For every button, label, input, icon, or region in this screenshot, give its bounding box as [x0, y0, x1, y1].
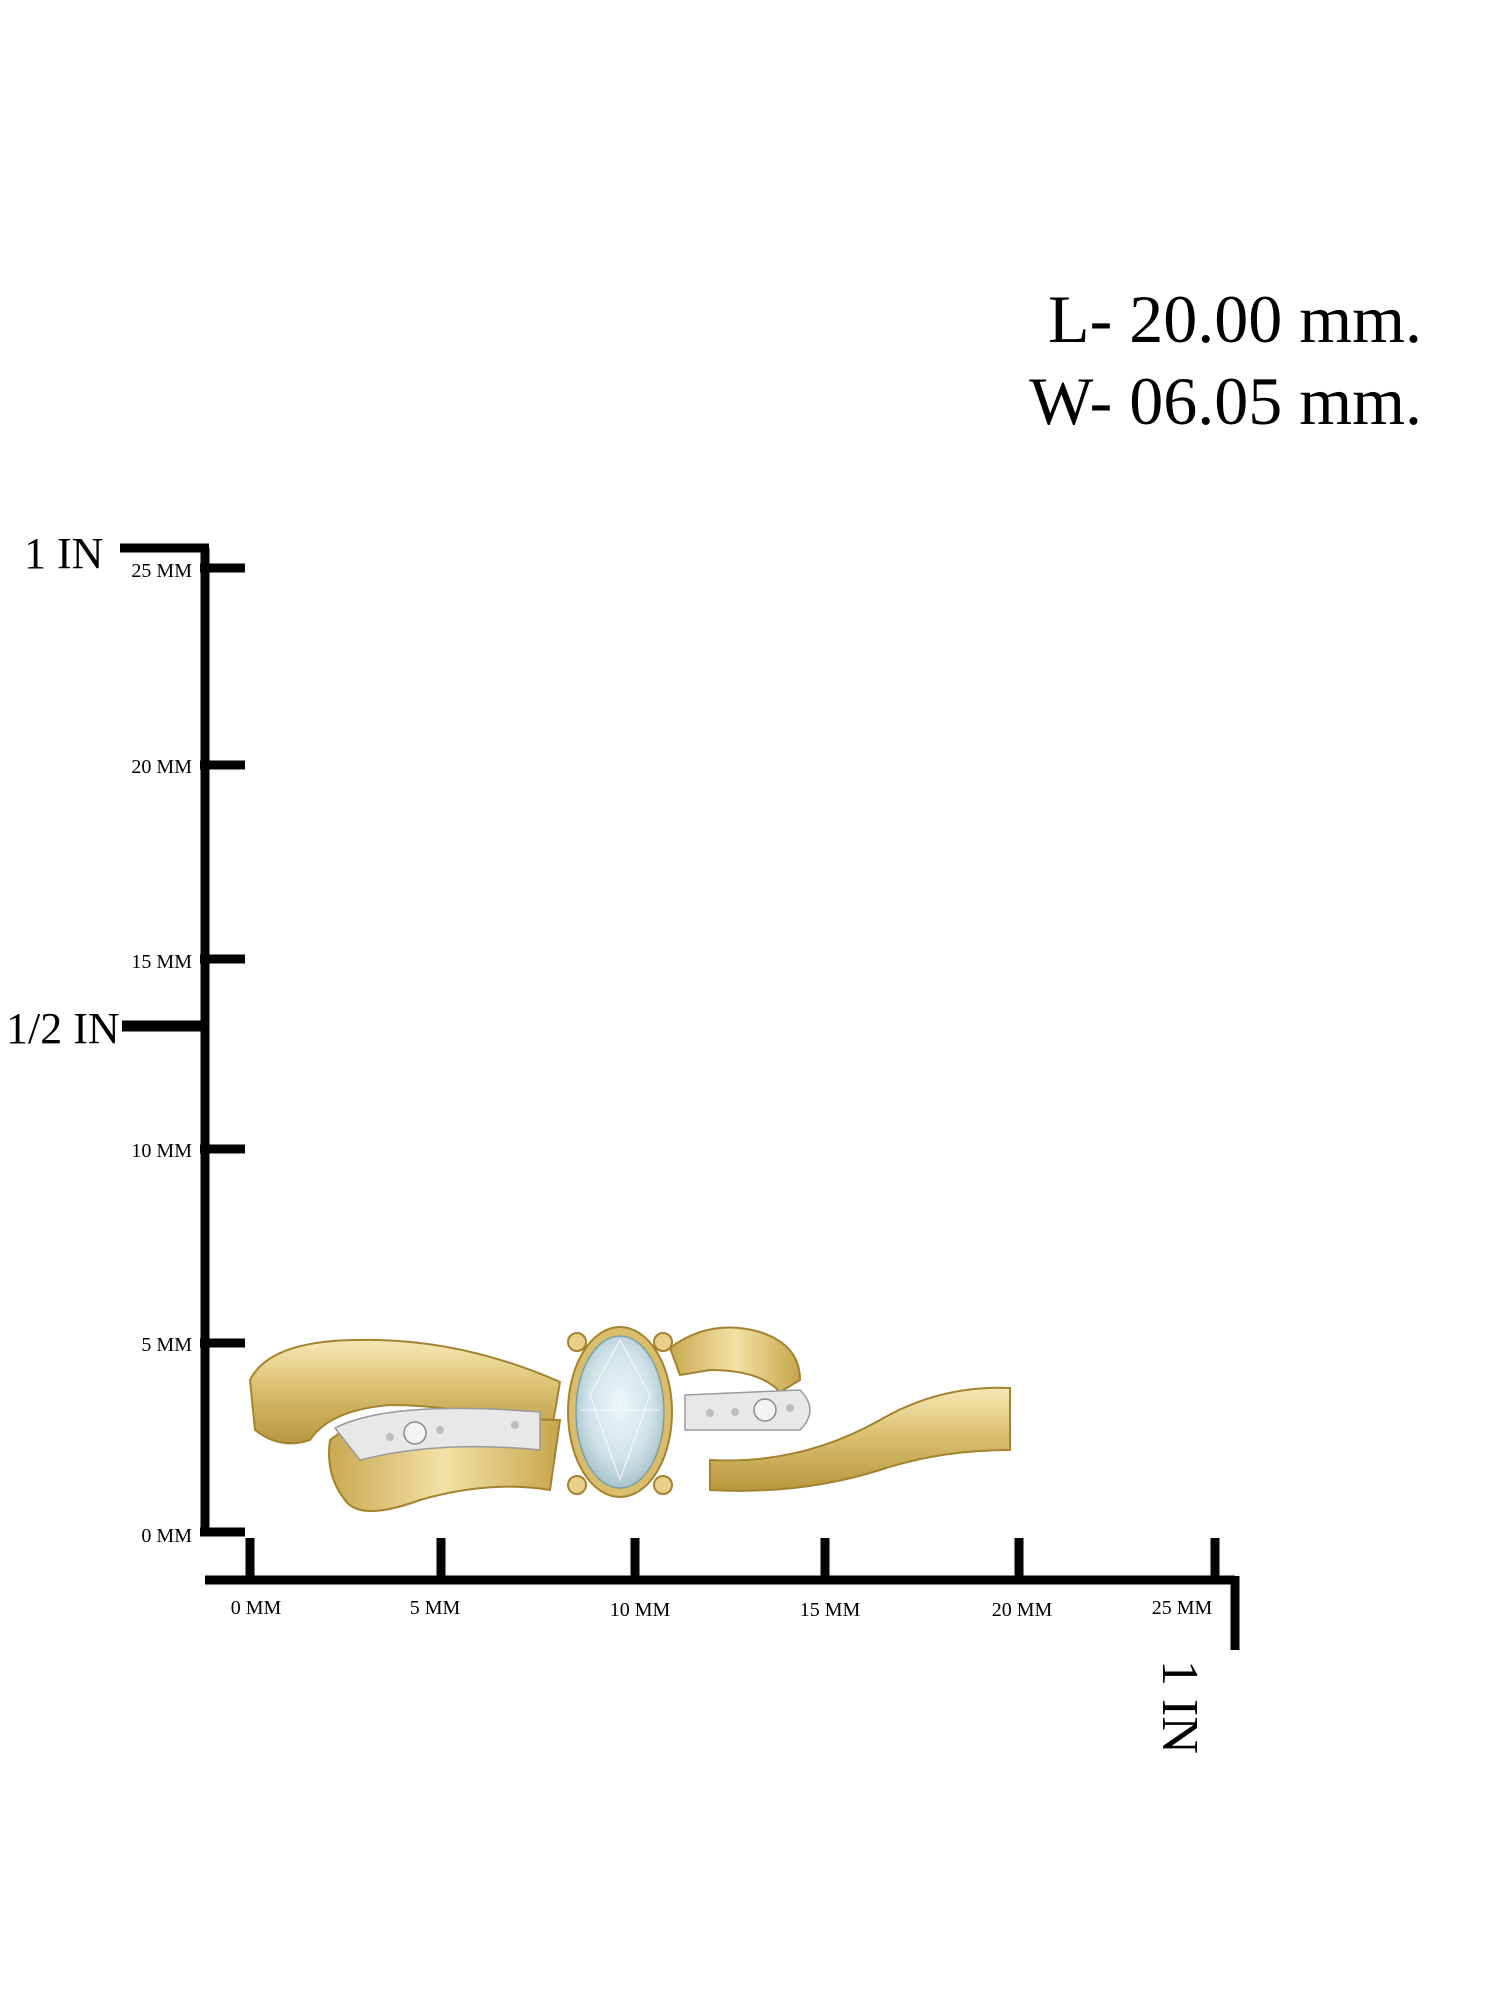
prong — [567, 1332, 587, 1352]
aquamarine-gem — [575, 1335, 665, 1489]
y-label-5mm: 5 MM — [141, 1334, 192, 1356]
x-label-0mm: 0 MM — [230, 1597, 282, 1619]
y-label-15mm: 15 MM — [131, 951, 192, 973]
dimensions-block: L- 20.00 mm. W- 06.05 mm. — [1029, 278, 1422, 442]
prong — [653, 1475, 673, 1495]
ring-image — [248, 1326, 1011, 1512]
x-label-20mm: 20 MM — [991, 1599, 1053, 1621]
ring-inlay-left — [333, 1407, 541, 1461]
prong — [653, 1332, 673, 1352]
x-label-25mm: 25 MM — [1151, 1597, 1213, 1619]
label-half-inch: 1/2 IN — [6, 1004, 120, 1053]
length-text: L- 20.00 mm. — [1048, 281, 1422, 357]
prong — [567, 1475, 587, 1495]
ring-loop-right — [668, 1326, 802, 1394]
diamond-left — [403, 1421, 427, 1445]
y-label-25mm: 25 MM — [131, 560, 192, 582]
x-label-5mm: 5 MM — [409, 1597, 461, 1619]
label-one-inch-top: 1 IN — [24, 529, 104, 578]
x-label-10mm: 10 MM — [609, 1599, 671, 1621]
y-label-0mm: 0 MM — [141, 1525, 192, 1547]
y-label-10mm: 10 MM — [131, 1140, 192, 1162]
ring-inlay-right — [684, 1389, 811, 1431]
width-text: W- 06.05 mm. — [1029, 363, 1422, 439]
y-label-20mm: 20 MM — [131, 756, 192, 778]
diamond-right — [753, 1398, 777, 1422]
x-label-15mm: 15 MM — [799, 1599, 861, 1621]
ring-band-right — [709, 1386, 1011, 1492]
label-one-inch-right: 1 IN — [1151, 1660, 1208, 1754]
